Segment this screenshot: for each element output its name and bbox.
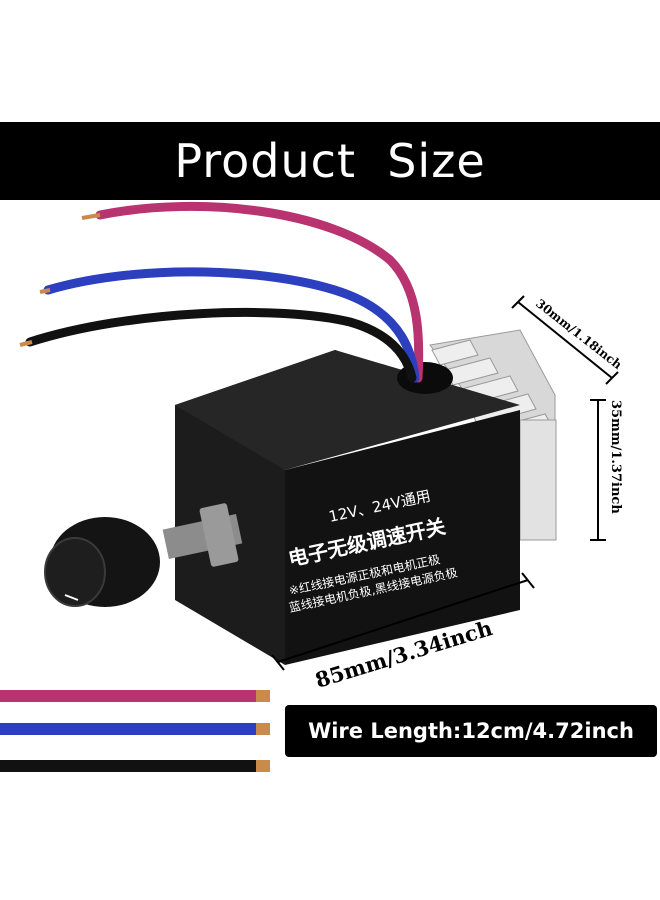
depth-label: 30mm/1.18inch [533,296,625,372]
loose-wires [0,690,270,772]
title-banner: Product Size [0,122,660,200]
height-label: 35mm/1.37inch [608,400,623,514]
dimension-height: 35mm/1.37inch [590,399,623,541]
controller-body [175,350,520,665]
module-wires [19,201,424,383]
banner-title: Product Size [174,134,486,188]
wire-length-label: Wire Length:12cm/4.72inch [308,719,634,743]
speed-knob[interactable] [44,503,243,607]
wire-length-badge: Wire Length:12cm/4.72inch [285,705,657,757]
